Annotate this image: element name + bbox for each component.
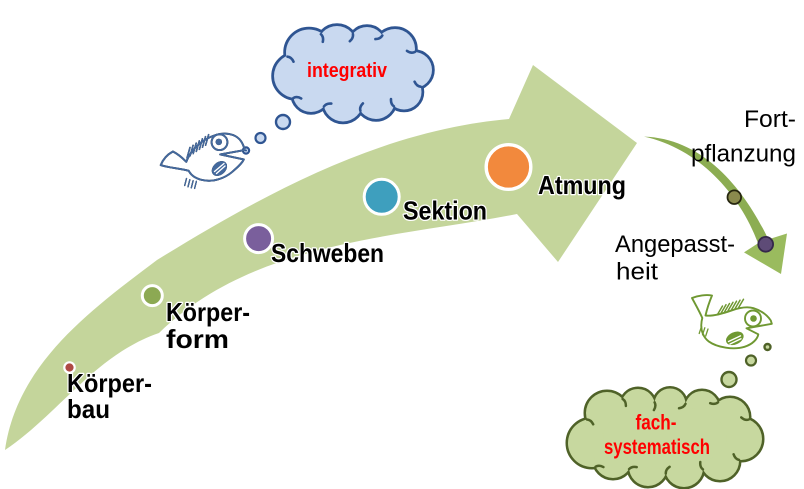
svg-text:Schweben: Schweben: [271, 238, 384, 268]
svg-text:Sektion: Sektion: [403, 196, 487, 226]
svg-text:Körper-: Körper-: [166, 297, 250, 327]
svg-text:fach-: fach-: [636, 411, 677, 435]
svg-text:form: form: [166, 324, 229, 354]
svg-text:Atmung: Atmung: [538, 170, 626, 200]
svg-text:heit: heit: [616, 258, 658, 285]
svg-text:Körper-: Körper-: [67, 368, 152, 398]
svg-text:systematisch: systematisch: [604, 435, 710, 459]
svg-text:Fort-: Fort-: [744, 106, 796, 133]
svg-text:pflanzung: pflanzung: [691, 141, 796, 168]
svg-text:bau: bau: [67, 394, 110, 424]
svg-text:Angepasst-: Angepasst-: [615, 231, 735, 258]
svg-text:integrativ: integrativ: [307, 60, 388, 82]
